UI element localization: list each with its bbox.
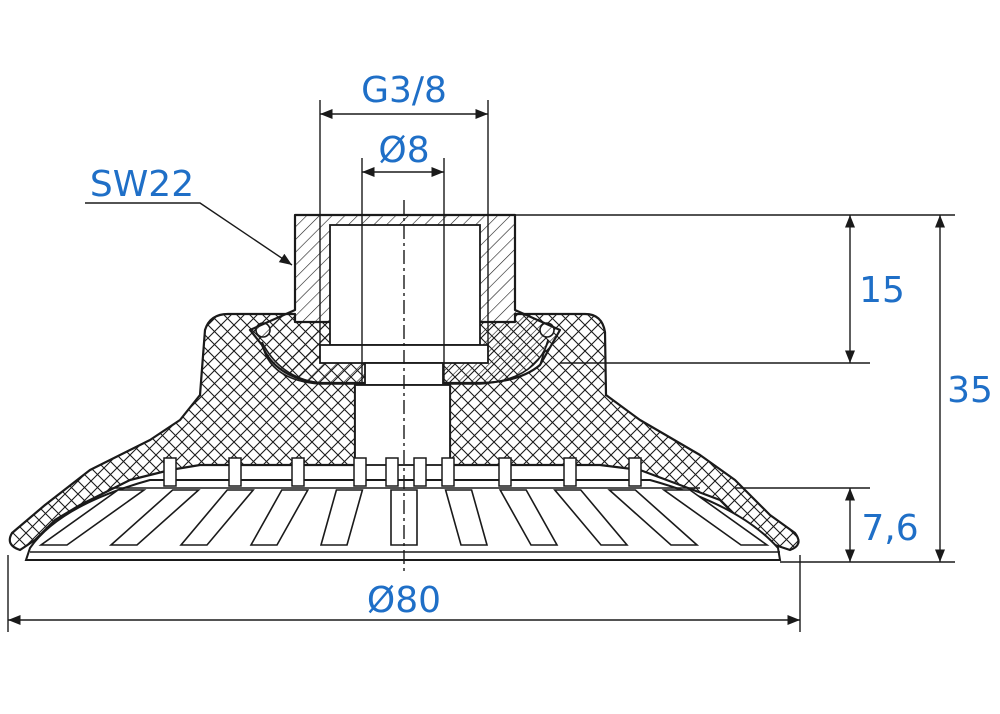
dim-thread-label: G3/8 — [361, 70, 447, 111]
air-channel — [354, 384, 451, 466]
rib-slot — [38, 489, 147, 546]
support-stud — [563, 457, 577, 487]
rib-slot — [319, 489, 364, 546]
support-studs — [163, 457, 642, 487]
support-stud — [353, 457, 367, 487]
support-stud — [441, 457, 455, 487]
dim-lip-height-label: 7,6 — [861, 508, 918, 549]
dim-thread-depth-label: 15 — [859, 270, 905, 311]
support-stud — [291, 457, 305, 487]
extension-lines — [7, 100, 955, 632]
support-stud — [413, 457, 427, 487]
dim-total-height-label: 35 — [947, 370, 993, 411]
support-stud — [385, 457, 399, 487]
rib-slot — [607, 489, 700, 546]
rib-slot — [108, 489, 201, 546]
rib-slot — [444, 489, 489, 546]
rib-slot — [249, 489, 310, 546]
rib-slot — [661, 489, 770, 546]
dim-bore-label: Ø8 — [378, 130, 429, 171]
support-stud — [498, 457, 512, 487]
support-stud — [628, 457, 642, 487]
dimension-lines — [8, 108, 946, 626]
support-ribs — [38, 487, 770, 546]
rib-slot — [553, 489, 629, 546]
rib-slot — [179, 489, 255, 546]
rib-slot — [498, 489, 559, 546]
dim-diameter-label: Ø80 — [367, 580, 441, 621]
rib-slot — [390, 489, 418, 546]
support-stud — [163, 457, 177, 487]
support-stud — [228, 457, 242, 487]
threaded-nipple — [248, 213, 562, 386]
cup-lip — [24, 457, 782, 561]
dim-wrench-size-label: SW22 — [90, 164, 194, 205]
